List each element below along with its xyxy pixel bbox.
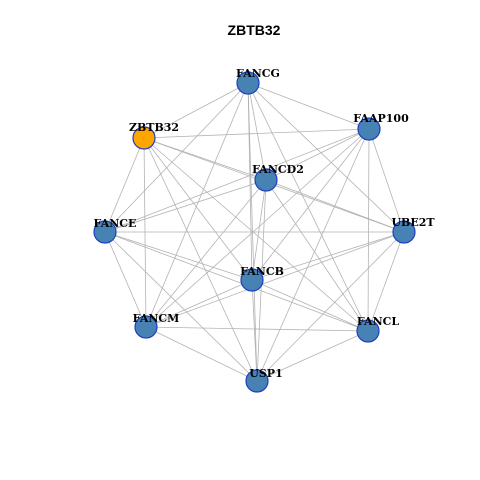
edge-faap100-ube2t (368, 128, 405, 233)
edge-ube2t-fancb (251, 231, 405, 281)
edge-fancd2-fancm (145, 179, 267, 328)
node-zbtb32: ZBTB32 (129, 121, 179, 150)
edge-fancg-faap100 (247, 82, 370, 130)
node-label-fancg: FANCG (236, 67, 280, 80)
node-circle-faap100 (357, 117, 381, 141)
edge-zbtb32-fance (104, 137, 145, 233)
edge-fancd2-fancb (251, 179, 267, 281)
node-fancb: FANCB (240, 265, 284, 292)
edge-fancm-usp1 (145, 326, 258, 382)
node-label-faap100: FAAP100 (353, 112, 409, 125)
node-circle-fance (93, 220, 117, 244)
edge-fancm-fancl (145, 326, 369, 332)
edge-faap100-fancm (145, 128, 370, 328)
edge-fancd2-fancl (265, 179, 369, 332)
edge-faap100-fance (104, 128, 370, 233)
edge-ube2t-usp1 (256, 231, 405, 382)
node-fance: FANCE (93, 217, 137, 244)
node-circle-fancm (134, 315, 158, 339)
edge-fance-usp1 (104, 231, 258, 382)
edge-fance-fancm (104, 231, 147, 328)
node-fancm: FANCM (133, 312, 180, 339)
node-fancd2: FANCD2 (252, 163, 304, 192)
edge-zbtb32-usp1 (143, 137, 258, 382)
node-label-fancm: FANCM (133, 312, 180, 325)
edge-fancg-ube2t (247, 82, 405, 233)
edge-fancb-fancm (145, 279, 253, 328)
edge-faap100-fancd2 (265, 128, 370, 181)
edge-faap100-usp1 (256, 128, 370, 382)
node-ube2t: UBE2T (391, 216, 435, 244)
edge-fancg-fancl (247, 82, 369, 332)
edge-fancb-usp1 (251, 279, 258, 382)
node-label-fancd2: FANCD2 (252, 163, 304, 176)
node-circle-zbtb32 (132, 126, 156, 150)
edge-fancg-fancd2 (247, 82, 267, 181)
node-label-fancb: FANCB (240, 265, 284, 278)
graph-title: ZBTB32 (228, 22, 281, 38)
node-circle-fancd2 (254, 168, 278, 192)
node-circle-fancl (356, 319, 380, 343)
node-circle-ube2t (392, 220, 416, 244)
edge-fancd2-fance (104, 179, 267, 233)
node-label-ube2t: UBE2T (391, 216, 435, 229)
node-label-zbtb32: ZBTB32 (129, 121, 179, 134)
edge-zbtb32-faap100 (143, 128, 370, 139)
edge-zbtb32-fancl (143, 137, 369, 332)
edge-fancb-fancl (251, 279, 369, 332)
edge-ube2t-fancm (145, 231, 405, 328)
edge-faap100-fancb (251, 128, 370, 281)
node-circle-fancb (240, 268, 264, 292)
node-label-fancl: FANCL (357, 315, 400, 328)
node-faap100: FAAP100 (353, 112, 409, 141)
node-fancg: FANCG (236, 67, 280, 95)
node-label-fance: FANCE (94, 217, 137, 230)
edge-zbtb32-fancb (143, 137, 253, 281)
edge-ube2t-fancl (367, 231, 405, 332)
edge-faap100-fancl (367, 128, 370, 332)
edge-zbtb32-fancm (143, 137, 147, 328)
edge-fancd2-ube2t (265, 179, 405, 233)
node-circle-usp1 (245, 369, 269, 393)
edge-fancg-fancm (145, 82, 249, 328)
edge-fancg-fance (104, 82, 249, 233)
node-label-usp1: USP1 (249, 367, 282, 380)
node-fancl: FANCL (356, 315, 400, 343)
edge-fancl-usp1 (256, 330, 369, 382)
node-circle-fancg (236, 71, 260, 95)
edge-fance-fancb (104, 231, 253, 281)
edge-fance-fancl (104, 231, 369, 332)
node-usp1: USP1 (245, 367, 283, 393)
edge-fancg-zbtb32 (143, 82, 249, 139)
